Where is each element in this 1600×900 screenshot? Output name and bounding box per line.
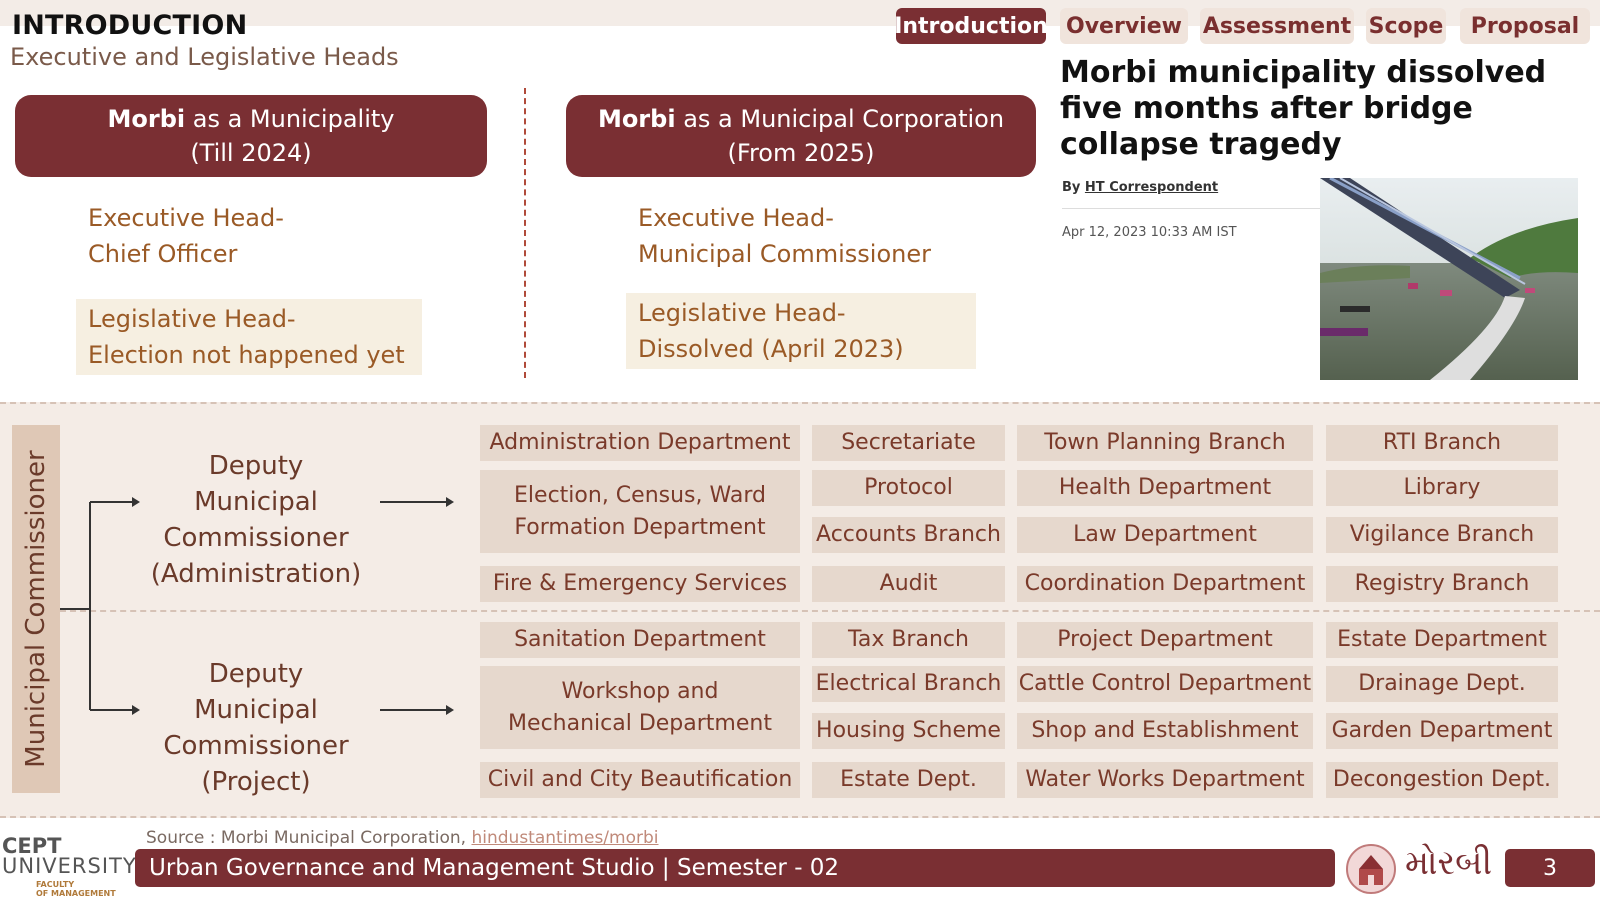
tab-proposal[interactable]: Proposal [1460, 8, 1590, 44]
municipality-name-bold: Morbi [107, 105, 186, 133]
tab-scope[interactable]: Scope [1366, 8, 1446, 44]
dept-cell: Protocol [812, 470, 1005, 506]
tab-introduction[interactable]: Introduction [894, 8, 1048, 44]
dept-cell: Shop and Establishment [1017, 713, 1313, 749]
author-link[interactable]: HT Correspondent [1084, 180, 1219, 195]
deputy-line: (Project) [201, 767, 311, 797]
morbi-emblem-icon [1346, 844, 1396, 894]
municipality-executive-head: Executive Head- Chief Officer [88, 200, 284, 272]
byline-prefix: By [1062, 180, 1081, 195]
municipality-legislative-head: Legislative Head- Election not happened … [76, 299, 422, 375]
cept-logo: CEPT [2, 834, 62, 858]
news-byline: By HT Correspondent [1062, 180, 1218, 195]
page-number: 3 [1505, 849, 1595, 887]
dept-cell: Health Department [1017, 470, 1313, 506]
corporation-executive-head: Executive Head- Municipal Commissioner [638, 200, 931, 272]
studio-footer-bar: Urban Governance and Management Studio |… [135, 849, 1335, 887]
dept-cell: Civil and City Beautification [480, 762, 800, 798]
dept-cell: Fire & Emergency Services [480, 566, 800, 602]
municipality-period: (Till 2024) [190, 139, 312, 167]
org-chart-connectors [60, 497, 454, 715]
dept-cell: Town Planning Branch [1017, 425, 1313, 461]
exec-label: Executive Head- [88, 204, 284, 232]
bridge-collapse-photo [1320, 178, 1578, 380]
source-citation: Source : Morbi Municipal Corporation, hi… [146, 828, 659, 848]
deputy-line: (Administration) [150, 559, 362, 589]
news-headline[interactable]: Morbi municipality dissolved five months… [1060, 55, 1547, 162]
dept-cell: Project Department [1017, 622, 1313, 658]
tab-assessment[interactable]: Assessment [1200, 8, 1354, 44]
deputy-line: Deputy Municipal [194, 659, 318, 725]
municipality-name-rest: as a Municipality [185, 105, 395, 133]
dept-cell: Drainage Dept. [1326, 666, 1558, 702]
dept-cell: Administration Department [480, 425, 800, 461]
tab-overview[interactable]: Overview [1060, 8, 1188, 44]
corporation-header: Morbi as a Municipal Corporation (From 2… [566, 95, 1036, 177]
dept-cell: RTI Branch [1326, 425, 1558, 461]
municipal-commissioner-label: Municipal Commissioner [12, 425, 60, 793]
news-divider [1062, 208, 1322, 209]
dept-cell: Accounts Branch [812, 517, 1005, 553]
page-title: INTRODUCTION [12, 10, 248, 41]
dept-cell: Electrical Branch [812, 666, 1005, 702]
deputy-commissioner-project: Deputy Municipal Commissioner (Project) [146, 656, 366, 800]
source-text: Source : Morbi Municipal Corporation, [146, 828, 472, 848]
faculty-line: OF MANAGEMENT [36, 889, 116, 898]
exec-label: Executive Head- [638, 204, 834, 232]
dept-cell: Water Works Department [1017, 762, 1313, 798]
exec-value: Chief Officer [88, 240, 238, 268]
org-chart-divider [60, 610, 1600, 612]
dept-cell: Estate Dept. [812, 762, 1005, 798]
dept-cell: Tax Branch [812, 622, 1005, 658]
municipality-header: Morbi as a Municipality (Till 2024) [15, 95, 487, 177]
dept-cell: Library [1326, 470, 1558, 506]
leg-label: Legislative Head- [638, 299, 846, 327]
source-link[interactable]: hindustantimes/morbi [471, 828, 659, 848]
column-divider [524, 88, 526, 378]
dept-cell: Law Department [1017, 517, 1313, 553]
deputy-line: Commissioner [163, 731, 349, 761]
deputy-line: Deputy Municipal [194, 451, 318, 517]
bridge-photo-illustration [1320, 178, 1578, 380]
dept-cell: Election, Census, Ward Formation Departm… [480, 470, 800, 553]
dept-cell: Cattle Control Department [1017, 666, 1313, 702]
deputy-line: Commissioner [163, 523, 349, 553]
corporation-name-bold: Morbi [597, 105, 676, 133]
dept-cell: Vigilance Branch [1326, 517, 1558, 553]
dept-cell: Housing Scheme [812, 713, 1005, 749]
leg-value: Election not happened yet [88, 341, 405, 369]
dept-cell: Garden Department [1326, 713, 1558, 749]
dept-cell: Secretariate [812, 425, 1005, 461]
morbi-gujarati-wordmark: મોરબી [1405, 843, 1493, 883]
news-date: Apr 12, 2023 10:33 AM IST [1062, 225, 1237, 240]
dept-cell: Audit [812, 566, 1005, 602]
faculty-line: FACULTY [36, 880, 75, 889]
corporation-period: (From 2025) [727, 139, 875, 167]
dept-cell: Registry Branch [1326, 566, 1558, 602]
corporation-name-rest: as a Municipal Corporation [675, 105, 1005, 133]
dept-cell: Estate Department [1326, 622, 1558, 658]
dept-cell: Decongestion Dept. [1326, 762, 1558, 798]
page-subtitle: Executive and Legislative Heads [10, 43, 399, 71]
dept-cell: Workshop and Mechanical Department [480, 666, 800, 749]
dept-cell: Sanitation Department [480, 622, 800, 658]
commissioner-text: Municipal Commissioner [21, 450, 51, 768]
deputy-commissioner-administration: Deputy Municipal Commissioner (Administr… [146, 448, 366, 592]
exec-value: Municipal Commissioner [638, 240, 931, 268]
corporation-legislative-head: Legislative Head- Dissolved (April 2023) [626, 293, 976, 369]
dept-cell: Coordination Department [1017, 566, 1313, 602]
university-logo-text: UNIVERSITY [2, 854, 137, 878]
leg-value: Dissolved (April 2023) [638, 335, 904, 363]
leg-label: Legislative Head- [88, 305, 296, 333]
